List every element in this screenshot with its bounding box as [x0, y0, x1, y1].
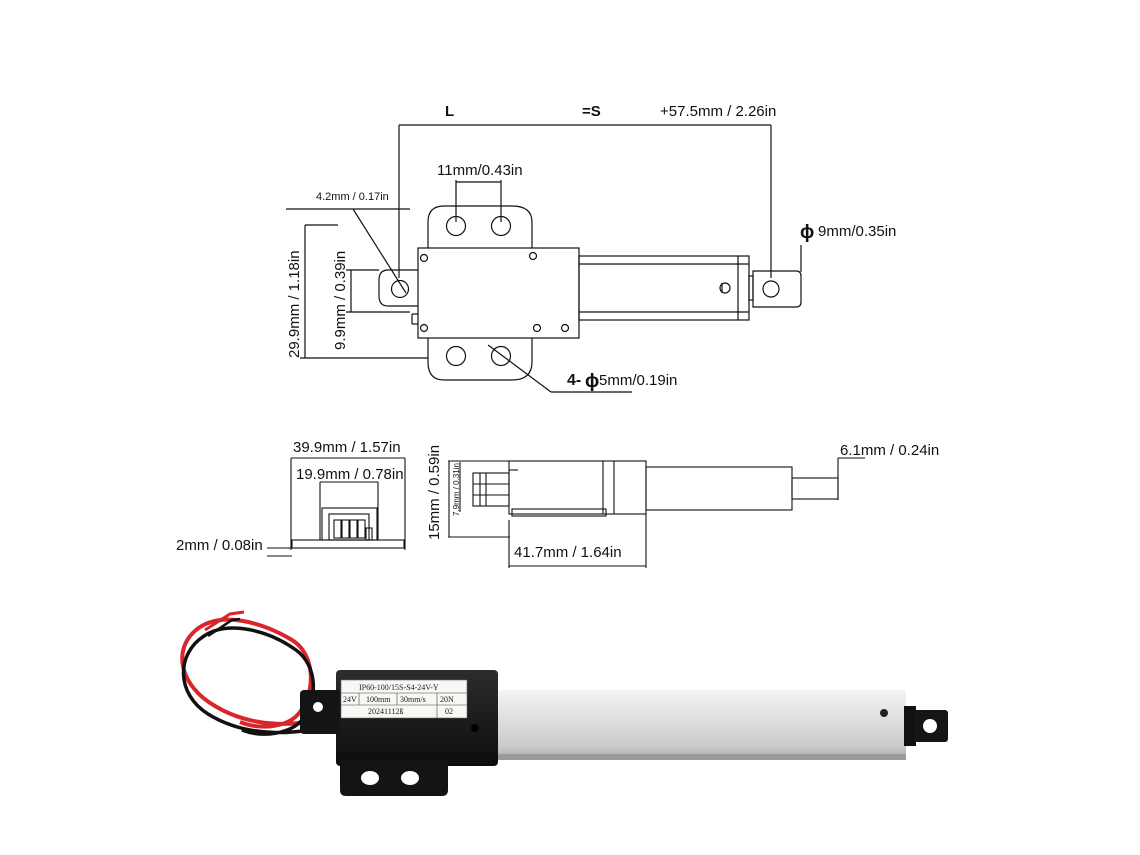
label-batch: 02: [445, 707, 453, 716]
label-side-height: 15mm / 0.59in: [426, 445, 443, 540]
wire-ends: [204, 610, 245, 632]
phi-icon: ϕ: [800, 222, 814, 243]
label-height-total: 29.9mm / 1.18in: [286, 250, 303, 358]
actuator-tube: [494, 690, 906, 760]
label-body-length: 41.7mm / 1.64in: [514, 544, 622, 561]
label-mount-holes: 5mm/0.19in: [599, 372, 677, 389]
side-view-drawing: [448, 457, 865, 568]
label-extra-length: +57.5mm / 2.26in: [660, 103, 776, 120]
label-stroke: 100mm: [366, 695, 391, 704]
label-S: =S: [582, 103, 601, 120]
actuator-photo: [180, 610, 948, 796]
label-rod-diameter: 6.1mm / 0.24in: [840, 442, 939, 459]
label-speed: 30mm/s: [400, 695, 426, 704]
label-L: L: [445, 103, 454, 120]
mount-bracket: [340, 760, 448, 796]
label-date-code: 20241112ß: [368, 707, 403, 716]
label-width-total: 39.9mm / 1.57in: [293, 439, 401, 456]
label-force: 20N: [440, 695, 454, 704]
top-view-drawing: [286, 124, 802, 393]
end-view-drawing: [267, 457, 406, 557]
phi-icon: ϕ: [585, 371, 599, 392]
label-small-hole: 4.2mm / 0.17in: [316, 191, 389, 203]
label-base-thickness: 2mm / 0.08in: [176, 537, 263, 554]
label-voltage: 24V: [343, 695, 357, 704]
label-side-height-small: 7.9mm / 0.31in: [452, 463, 461, 516]
label-mount-prefix: 4-: [567, 372, 581, 389]
label-width-inner: 19.9mm / 0.78in: [296, 466, 404, 483]
product-label: [340, 679, 468, 719]
label-height-inner: 9.9mm / 0.39in: [332, 251, 349, 350]
label-rod-hole: 9mm/0.35in: [818, 223, 896, 240]
label-model: IP60-100/15S-S4-24V-Y: [359, 683, 439, 692]
label-hole-spacing: 11mm/0.43in: [437, 162, 523, 179]
